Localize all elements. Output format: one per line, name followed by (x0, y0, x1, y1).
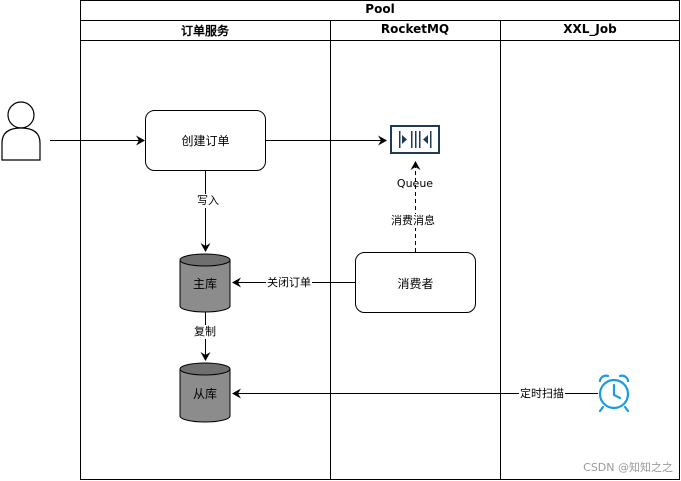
create-order-box (145, 110, 266, 171)
queue-label: Queue (396, 177, 434, 190)
edge-label-close-order: 关闭订单 (266, 276, 312, 290)
lane-title-rocketmq: RocketMQ (380, 22, 450, 36)
pool-frame (80, 0, 680, 480)
create-order-label: 创建订单 (181, 134, 230, 148)
master-db-cylinder (179, 253, 231, 313)
alarm-clock-icon (598, 374, 630, 413)
edge-label-consume-message: 消费消息 (390, 214, 436, 228)
user-actor-icon (1, 101, 41, 161)
pool-title: Pool (365, 2, 395, 16)
lane-title-order-service: 订单服务 (180, 24, 229, 38)
edge-label-scheduled-scan: 定时扫描 (519, 387, 565, 401)
master-db-label: 主库 (192, 277, 217, 291)
consumer-box (355, 252, 476, 313)
watermark: CSDN @知知之之 (583, 461, 673, 474)
consumer-label: 消费者 (397, 277, 434, 291)
slave-db-label: 从库 (192, 387, 217, 401)
lane-title-xxl-job: XXL_Job (563, 22, 617, 36)
slave-db-cylinder (179, 362, 231, 423)
edge-label-write: 写入 (196, 194, 220, 208)
queue-icon (390, 125, 440, 154)
edge-label-replicate: 复制 (193, 325, 217, 339)
